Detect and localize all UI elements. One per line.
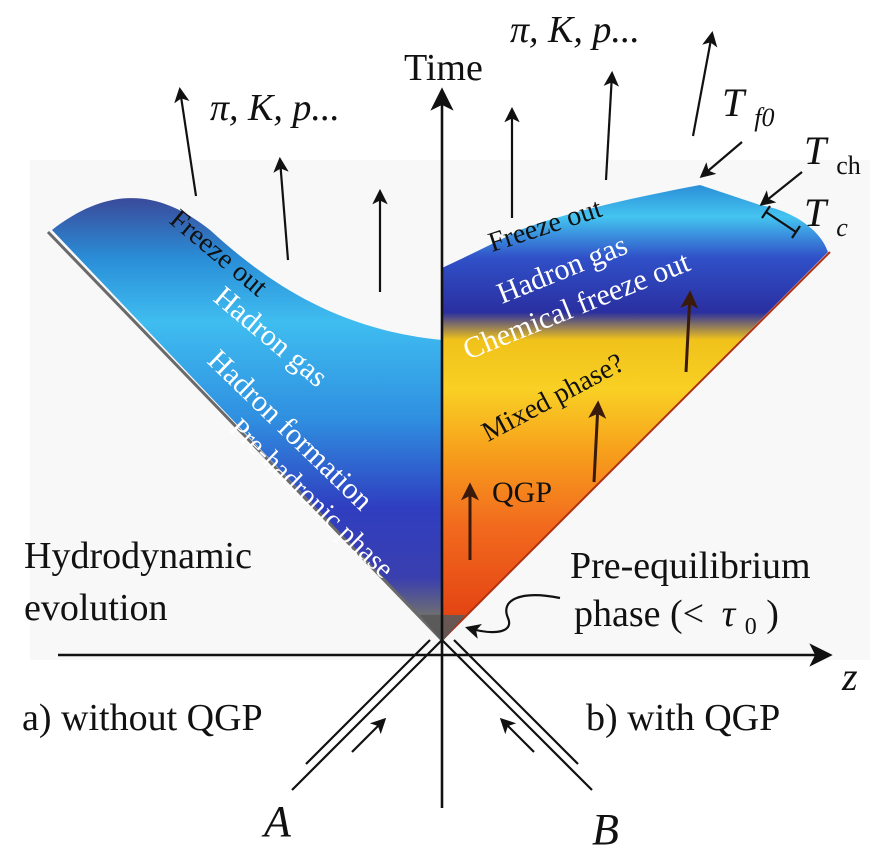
qgp-arrow-2 bbox=[588, 400, 607, 483]
particle-arrow-l1 bbox=[174, 86, 198, 197]
particle-arrow-r2 bbox=[603, 70, 619, 181]
particles-left-label: π, K, p... bbox=[210, 87, 340, 129]
particle-arrow-l2 bbox=[273, 156, 290, 261]
time-label: Time bbox=[404, 47, 483, 89]
caption-without-qgp: a) without QGP bbox=[22, 697, 263, 739]
z-label: z bbox=[841, 654, 858, 699]
left-wedge-edge bbox=[46, 230, 444, 642]
tc-bracket-cap2 bbox=[791, 225, 801, 239]
particle-arrow-r3 bbox=[691, 30, 718, 137]
right-wedge bbox=[442, 185, 828, 640]
hydro-label-line2: evolution bbox=[24, 587, 168, 629]
caption-with-qgp: b) with QGP bbox=[586, 697, 780, 739]
tch-T: T bbox=[804, 128, 829, 173]
pre-equilibrium-pointer bbox=[465, 594, 561, 639]
tf0-T: T bbox=[722, 80, 747, 125]
tch-sub: ch bbox=[836, 151, 861, 180]
tf0-pointer bbox=[699, 141, 743, 178]
tc-bracket-cap1 bbox=[761, 205, 771, 219]
tc-label: T c bbox=[804, 190, 848, 242]
pre-eq-tau: τ bbox=[722, 593, 737, 635]
tc-sub: c bbox=[836, 213, 848, 242]
right-wedge-edge bbox=[441, 251, 831, 641]
beam-line-b1 bbox=[441, 639, 593, 791]
tch-pointer bbox=[759, 171, 803, 206]
beam-arrow-a bbox=[351, 717, 387, 753]
tch-label: T ch bbox=[804, 128, 861, 180]
tf0-label: T f0 bbox=[722, 80, 774, 132]
beam-line-a2 bbox=[305, 639, 431, 765]
pre-eq-tau-sub: 0 bbox=[745, 614, 757, 640]
qgp-arrow-3 bbox=[680, 290, 699, 373]
particles-right-label: π, K, p... bbox=[510, 9, 640, 51]
left-wedge bbox=[52, 198, 442, 640]
hydro-label-line1: Hydrodynamic bbox=[24, 535, 252, 577]
tc-T: T bbox=[804, 190, 829, 235]
tf0-sub: f0 bbox=[754, 103, 774, 132]
beam-b-label: B bbox=[592, 805, 619, 848]
right-qgp-label: QGP bbox=[492, 476, 552, 509]
pre-eq-close: ) bbox=[766, 593, 779, 635]
beam-line-b2 bbox=[453, 639, 579, 765]
beam-arrow-b bbox=[499, 717, 535, 753]
pre-eq-phase-text: phase (< bbox=[574, 593, 704, 635]
beam-line-a1 bbox=[291, 639, 443, 791]
tc-bracket bbox=[765, 211, 797, 233]
beam-a-label: A bbox=[261, 797, 292, 846]
pre-equilibrium-line1: Pre-equilibrium bbox=[570, 545, 811, 587]
pre-equilibrium-line2: phase (< τ 0 ) bbox=[574, 593, 779, 643]
